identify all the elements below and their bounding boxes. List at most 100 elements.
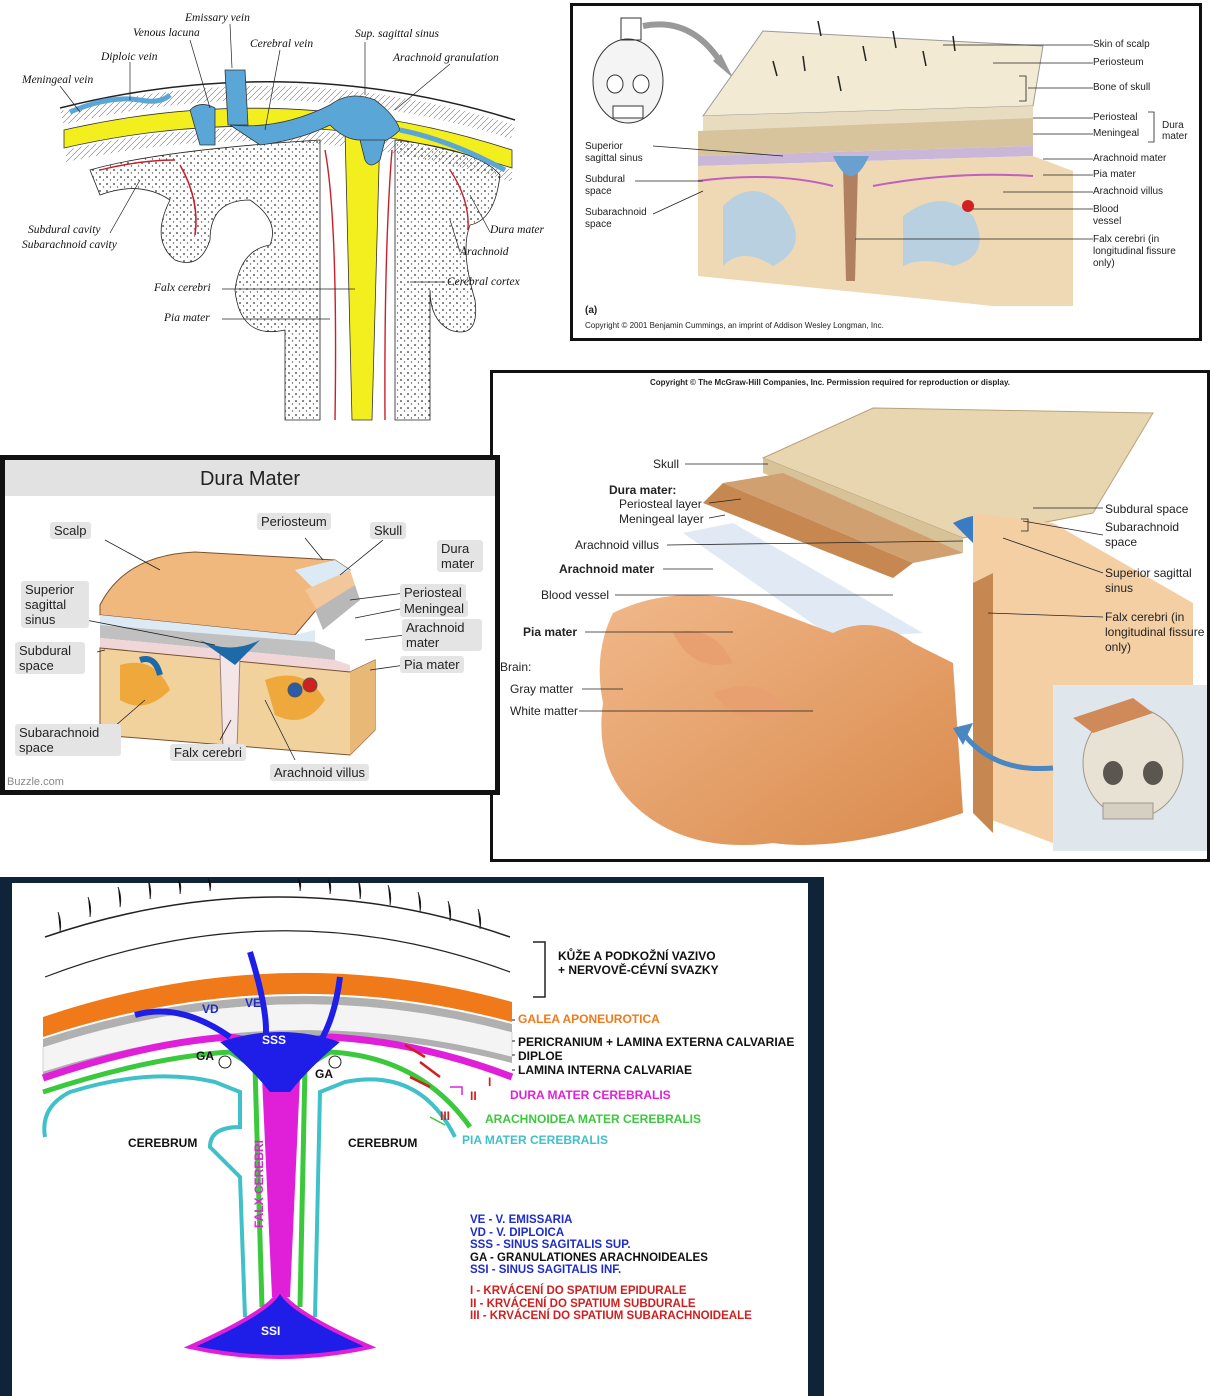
legend-item: I - KRVÁCENÍ DO SPATIUM EPIDURALE (470, 1285, 687, 1297)
cummings-meninges-illustration (592, 17, 1155, 306)
label-venous-lacuna: Venous lacuna (133, 27, 200, 39)
label-dura-mater: Dura mater (490, 224, 544, 236)
label-subarachnoid-space: Subarachnoid space (15, 724, 121, 756)
label-cerebral-vein: Cerebral vein (250, 38, 314, 50)
legend-item: VD - V. DIPLOICA (470, 1226, 565, 1239)
label-bone-of-skull: Bone of skull (1093, 82, 1151, 93)
label-meningeal-layer: Meningeal layer (619, 512, 704, 526)
label-galea: GALEA APONEUROTICA (518, 1012, 660, 1026)
label-meningeal: Meningeal (400, 600, 468, 617)
hemorrhage-legend: I - KRVÁCENÍ DO SPATIUM EPIDURALE II - K… (470, 1285, 752, 1323)
label-subarachnoid-space: Subarachnoid space (1105, 520, 1180, 549)
label-falx-cerebri: Falx cerebri (170, 744, 246, 761)
label-periosteal: Periosteal (1093, 112, 1138, 123)
legend-item: III - KRVÁCENÍ DO SPATIUM SUBARACHNOIDEA… (470, 1310, 752, 1322)
panel-title: Dura Mater (199, 468, 301, 490)
label-subdural-space: Subdural space (15, 642, 85, 674)
label-diploic-vein: Diploic vein (101, 51, 158, 63)
schematic-canvas (12, 883, 808, 1396)
label-subdural-space: Subdural space (585, 174, 626, 197)
label-arachnoid-mater: Arachnoid mater (1093, 153, 1167, 164)
label-pia-mater: PIA MATER CEREBRALIS (462, 1133, 609, 1147)
label-cerebral-cortex: Cerebral cortex (447, 276, 520, 288)
legend-item: SSS - SINUS SAGITALIS SUP. (470, 1239, 631, 1251)
label-pia-mater: Pia mater (164, 312, 210, 324)
label-skull: Skull (370, 522, 407, 539)
label-periosteum: Periosteum (1093, 57, 1144, 68)
label-arachnoid-villus: Arachnoid villus (270, 764, 370, 781)
label-cerebrum-left: CEREBRUM (128, 1136, 198, 1150)
label-sss: SSS (262, 1033, 287, 1047)
skull-photo-icon (1073, 698, 1184, 820)
label-pia-mater: Pia mater (400, 656, 464, 673)
label-brain: Brain: (500, 660, 532, 674)
label-arachnoid-mater: Arachnoid mater (402, 619, 482, 651)
copyright-text: Copyright © The McGraw-Hill Companies, I… (650, 378, 1011, 387)
label-arachnoid-granulation: Arachnoid granulation (393, 52, 499, 64)
label-subarachnoid-cavity: Subarachnoid cavity (22, 239, 117, 251)
label-arachnoidea: ARACHNOIDEA MATER CEREBRALIS (485, 1112, 701, 1126)
label-superior-sagittal-sinus: Superior sagittal sinus (21, 581, 89, 628)
label-pericranium: PERICRANIUM + LAMINA EXTERNA CALVARIAE (518, 1035, 795, 1049)
mcgraw-hill-meninges-diagram: Copyright © The McGraw-Hill Companies, I… (490, 370, 1210, 862)
label-ga-left: GA (196, 1049, 214, 1063)
label-arachnoid-villus: Arachnoid villus (575, 538, 660, 552)
label-roman-iii: III (440, 1109, 451, 1123)
label-meningeal: Meningeal (1093, 128, 1140, 139)
mcgraw-meninges-illustration (579, 407, 1207, 851)
label-arachnoid: Arachnoid (460, 246, 509, 258)
label-dura-mater: Dura mater (1162, 120, 1188, 142)
label-superior-sagittal-sinus: Superior sagittal sinus (585, 141, 643, 164)
label-sup-sagittal-sinus: Sup. sagittal sinus (355, 28, 440, 40)
buzzle-dura-mater-diagram: Dura Mater (0, 455, 500, 795)
label-falx-cerebri: Falx cerebri (154, 282, 211, 294)
grays-anatomy-diagram: Emissary vein Venous lacuna Cerebral vei… (0, 0, 560, 440)
legend-item: II - KRVÁCENÍ DO SPATIUM SUBDURALE (470, 1297, 696, 1310)
label-kuze-2: + NERVOVĚ-CÉVNÍ SVAZKY (558, 963, 719, 977)
label-emissary-vein: Emissary vein (185, 12, 250, 24)
label-skin-of-scalp: Skin of scalp (1093, 39, 1150, 50)
label-subarachnoid-space: Subarachnoid space (585, 207, 647, 230)
label-subdural-space: Subdural space (1105, 502, 1189, 516)
czech-meninges-schematic: KŮŽE A PODKOŽNÍ VAZIVO + NERVOVĚ-CÉVNÍ S… (0, 877, 824, 1396)
grays-meninges-illustration (59, 23, 516, 421)
label-dura-mater: DURA MATER CEREBRALIS (510, 1088, 671, 1102)
cummings-meninges-diagram: Skin of scalp Periosteum Bone of skull P… (570, 3, 1202, 341)
label-gray-matter: Gray matter (510, 682, 574, 696)
skull-icon (592, 17, 664, 124)
label-dura-mater-heading: Dura mater: (609, 483, 677, 497)
legend-item: GA - GRANULATIONES ARACHNOIDEALES (470, 1251, 708, 1264)
label-periosteum: Periosteum (257, 513, 331, 530)
label-arachnoid-villus: Arachnoid villus (1093, 186, 1164, 197)
title-bar: Dura Mater (5, 460, 495, 496)
label-roman-ii: II (470, 1089, 477, 1103)
czech-meninges-illustration (41, 877, 546, 1359)
label-periosteal: Periosteal (400, 584, 466, 601)
label-ssi: SSI (261, 1324, 281, 1338)
label-dura-mater: Dura mater (437, 540, 483, 572)
label-ve: VE (245, 996, 262, 1010)
label-ga-right: GA (315, 1067, 333, 1081)
label-superior-sagittal-sinus: Superior sagittal sinus (1105, 566, 1192, 595)
label-subdural-cavity: Subdural cavity (28, 224, 101, 236)
label-white-matter: White matter (510, 704, 579, 718)
label-diploe: DIPLOE (518, 1049, 563, 1063)
label-roman-i: I (488, 1075, 492, 1089)
label-pia-mater: Pia mater (523, 625, 578, 639)
legend-item: VE - V. EMISSARIA (470, 1214, 573, 1226)
label-falx-cerebri: Falx cerebri (in longitudinal fissure on… (1093, 234, 1176, 269)
panel-letter: (a) (585, 305, 598, 316)
label-falx-cerebri: Falx cerebri (in longitudinal fissure on… (1105, 610, 1205, 654)
abbreviation-legend: VE - V. EMISSARIA VD - V. DIPLOICA SSS -… (470, 1214, 708, 1277)
legend-item: SSI - SINUS SAGITALIS INF. (470, 1264, 622, 1276)
credit-text: Buzzle.com (7, 776, 64, 788)
label-meningeal-vein: Meningeal vein (22, 74, 94, 86)
label-blood-vessel: Blood vessel (541, 588, 610, 602)
label-cerebrum-right: CEREBRUM (348, 1136, 418, 1150)
label-arachnoid-mater: Arachnoid mater (559, 562, 655, 576)
label-kuze: KŮŽE A PODKOŽNÍ VAZIVO (558, 949, 716, 963)
label-pia-mater: Pia mater (1093, 169, 1136, 180)
label-blood-vessel: Blood vessel (1093, 204, 1122, 227)
label-vd: VD (202, 1002, 219, 1016)
copyright-text: Copyright © 2001 Benjamin Cummings, an i… (585, 321, 884, 330)
